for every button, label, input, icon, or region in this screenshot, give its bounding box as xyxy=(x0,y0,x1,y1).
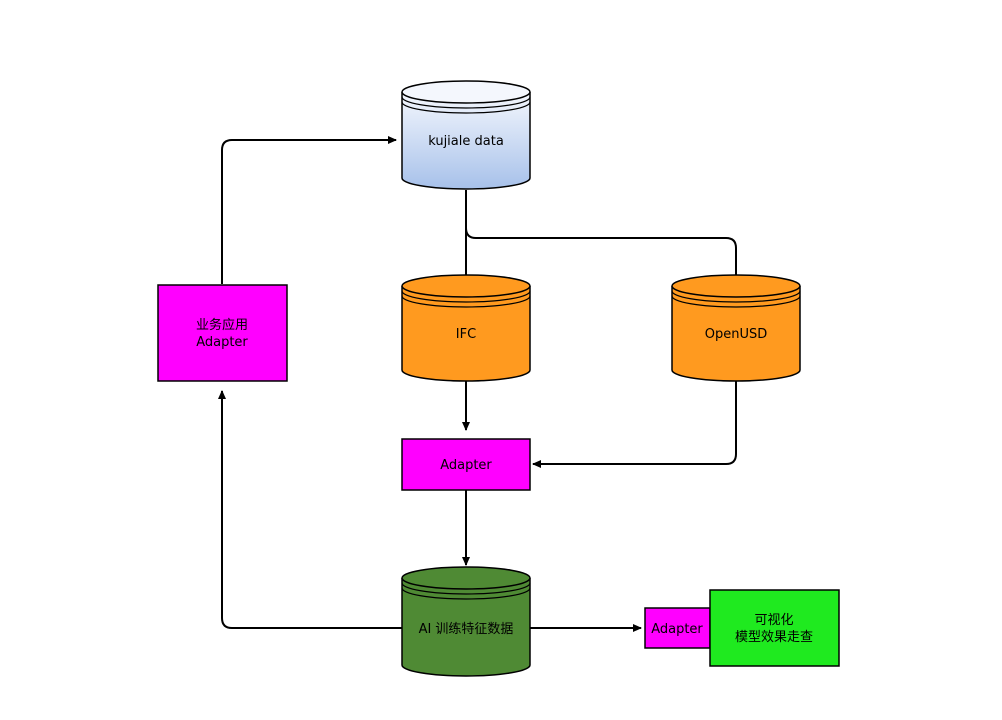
adapter-mid-label: Adapter xyxy=(440,458,492,473)
visualization-label-line2: 模型效果走查 xyxy=(735,630,813,645)
edge-biz-adapter-to-kujiale xyxy=(221,136,397,284)
visualization-box: 可视化 模型效果走查 xyxy=(709,589,840,667)
biz-adapter-box: 业务应用 Adapter xyxy=(157,284,288,382)
adapter-right-box: Adapter xyxy=(644,607,711,649)
openusd-label: OpenUSD xyxy=(705,327,768,342)
biz-adapter-label-line2: Adapter xyxy=(196,335,248,350)
ifc-cylinder: IFC xyxy=(401,274,531,382)
adapter-right-label: Adapter xyxy=(651,622,703,637)
edge-openusd-to-adapter xyxy=(532,381,737,468)
openusd-cylinder: OpenUSD xyxy=(671,274,801,382)
edge-kujiale-to-openusd xyxy=(465,190,740,284)
ai-features-cylinder: AI 训练特征数据 xyxy=(401,566,531,677)
adapter-mid-box: Adapter xyxy=(401,438,531,491)
kujiale-data-label: kujiale data xyxy=(428,134,504,149)
edge-ai-to-biz-adapter xyxy=(218,390,402,629)
ai-features-label: AI 训练特征数据 xyxy=(419,622,514,637)
kujiale-data-cylinder: kujiale data xyxy=(401,80,531,190)
biz-adapter-label-line1: 业务应用 xyxy=(196,317,248,333)
ifc-label: IFC xyxy=(456,327,476,342)
visualization-label-line1: 可视化 xyxy=(754,613,793,628)
